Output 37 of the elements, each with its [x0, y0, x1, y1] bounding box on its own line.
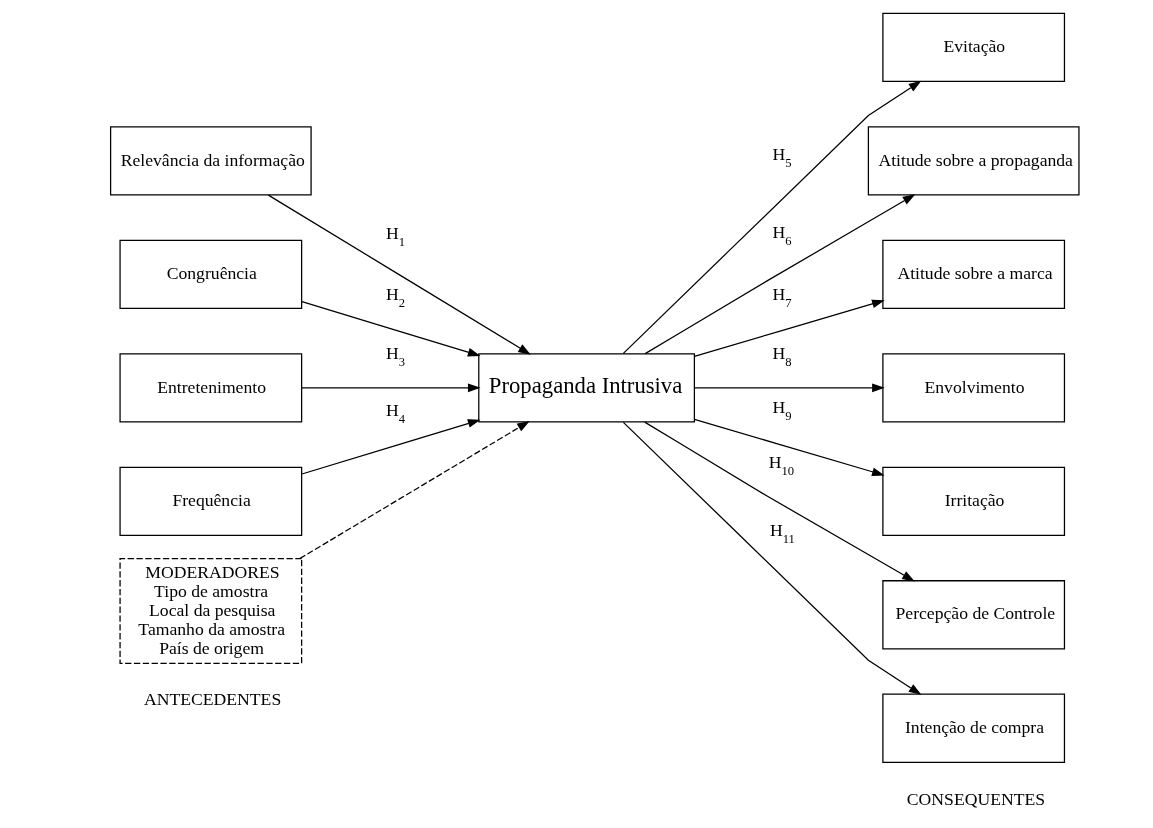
edge-label: H$_{8}$ — [772, 343, 792, 370]
edge-label: H$_{4}$ — [386, 399, 406, 426]
edge-label: H$_{2}$ — [386, 283, 406, 310]
arrow — [301, 301, 481, 357]
node-box: MODERADORES Tipo de amostra Local da pesquisa Tamanho da amostra País de origem — [119, 558, 303, 664]
edge-label: H$_{6}$ — [772, 222, 792, 249]
node-box: Percepção de Controle — [882, 580, 1066, 650]
arrow — [301, 383, 481, 393]
edge-label: H$_{1}$ — [386, 223, 406, 250]
edge-label: H$_{11}$ — [770, 519, 795, 546]
node-box: Relevância da informação — [110, 126, 312, 196]
arrow — [622, 421, 922, 695]
node-box: Propaganda Intrusiva — [478, 353, 695, 423]
arrow — [693, 383, 885, 393]
arrow — [622, 80, 922, 354]
node-box: Atitude sobre a propaganda — [867, 126, 1080, 196]
node-box: Evitação — [882, 12, 1066, 83]
edge-label: H$_{10}$ — [768, 451, 794, 478]
arrow — [644, 421, 915, 582]
node-box: Entretenimento — [119, 353, 303, 423]
node-box: Atitude sobre a marca — [882, 239, 1066, 310]
edge-label: H$_{3}$ — [386, 343, 406, 370]
arrow — [299, 421, 530, 560]
node-box: Envolvimento — [882, 353, 1066, 423]
label: ANTECEDENTES — [144, 689, 282, 710]
arrow — [267, 194, 531, 355]
node-box: Congruência — [119, 239, 303, 310]
edge-label: H$_{9}$ — [772, 397, 792, 424]
edge-label: H$_{5}$ — [772, 143, 792, 170]
node-box: Intenção de compra — [882, 693, 1066, 763]
arrow — [644, 194, 916, 355]
label: CONSEQUENTES — [906, 788, 1046, 809]
node-box: Irritação — [882, 466, 1066, 536]
arrow — [693, 299, 885, 357]
edge-label: H$_{7}$ — [772, 283, 792, 310]
node-box: Frequência — [119, 466, 303, 536]
arrow — [301, 419, 481, 475]
